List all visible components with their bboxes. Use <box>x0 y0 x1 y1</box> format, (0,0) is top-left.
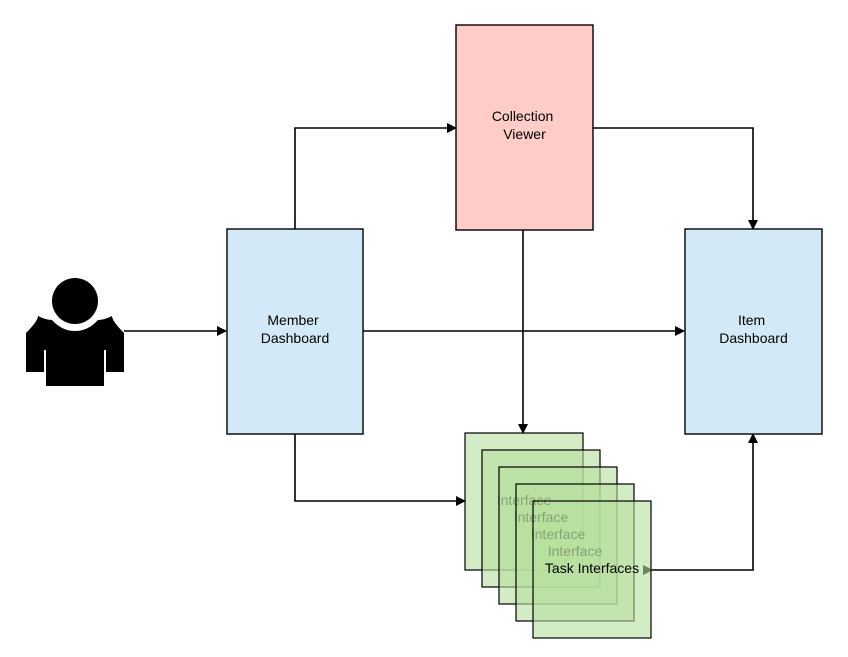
member-dashboard-label-line-2: Dashboard <box>261 330 330 346</box>
member-dashboard-box <box>226 228 364 435</box>
item-dashboard-box <box>684 228 823 435</box>
item-dashboard-label: Item Dashboard <box>719 312 788 346</box>
edge-collection-viewer-item-dashboard <box>584 123 758 230</box>
task-interface-card-5 <box>532 500 652 639</box>
item-dashboard-label-line-1: Item <box>738 312 765 328</box>
task-interface-ghost-label-3: Interface <box>531 526 586 542</box>
collection-viewer-box <box>455 24 594 231</box>
task-interfaces-stack: Interface Interface Interface Interface … <box>464 432 652 639</box>
collection-viewer-label-line-1: Collection <box>492 108 553 124</box>
edge-member-dashboard-collection-viewer <box>290 123 457 238</box>
member-dashboard-node: Member Dashboard <box>226 228 364 435</box>
member-dashboard-label-line-1: Member <box>267 312 319 328</box>
item-dashboard-label-line-2: Dashboard <box>719 330 788 346</box>
edge-task-interfaces-item-dashboard <box>643 433 758 575</box>
collection-viewer-label-line-2: Viewer <box>503 126 546 142</box>
collection-viewer-label: Collection Viewer <box>492 108 557 142</box>
task-interface-ghost-label-2: Interface <box>514 509 569 525</box>
item-dashboard-node: Item Dashboard <box>684 228 823 435</box>
user-icon <box>26 278 124 386</box>
edge-member-dashboard-task-interfaces <box>290 425 466 506</box>
connectors <box>124 123 758 575</box>
collection-viewer-node: Collection Viewer <box>455 24 594 231</box>
task-interface-ghost-label-1: Interface <box>497 492 552 508</box>
member-dashboard-label: Member Dashboard <box>261 312 330 346</box>
task-interfaces-label: Task Interfaces <box>545 560 639 576</box>
task-interface-ghost-label-4: Interface <box>548 543 603 559</box>
